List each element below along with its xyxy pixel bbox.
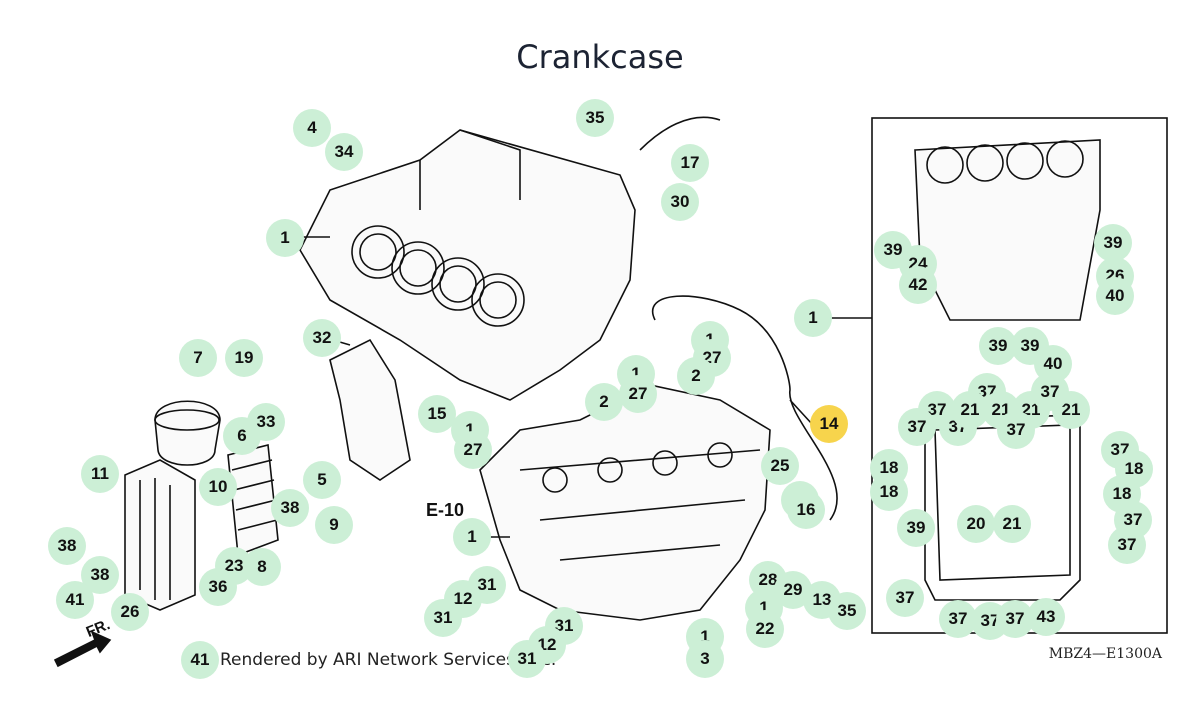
part-callout-20[interactable]: 20	[957, 505, 995, 543]
part-callout-2[interactable]: 2	[677, 357, 715, 395]
part-callout-37[interactable]: 37	[898, 408, 936, 446]
diagram-reference-label: E-10	[426, 500, 465, 520]
part-callout-43[interactable]: 43	[1027, 598, 1065, 636]
part-callout-39[interactable]: 39	[1094, 224, 1132, 262]
page-title: Crankcase	[516, 38, 684, 76]
part-callout-5[interactable]: 5	[303, 461, 341, 499]
part-callout-8[interactable]: 8	[243, 548, 281, 586]
part-callout-10[interactable]: 10	[199, 468, 237, 506]
part-callout-21[interactable]: 21	[993, 505, 1031, 543]
part-callout-27[interactable]: 27	[454, 431, 492, 469]
part-callout-37[interactable]: 37	[886, 579, 924, 617]
part-callout-2[interactable]: 2	[585, 383, 623, 421]
part-callout-1[interactable]: 1	[794, 299, 832, 337]
part-callout-25[interactable]: 25	[761, 447, 799, 485]
part-callout-14[interactable]: 14	[810, 405, 848, 443]
part-callout-37[interactable]: 37	[939, 600, 977, 638]
part-callout-6[interactable]: 6	[223, 417, 261, 455]
part-callout-41[interactable]: 41	[181, 641, 219, 679]
part-callout-41[interactable]: 41	[56, 581, 94, 619]
part-callout-35[interactable]: 35	[828, 592, 866, 630]
part-callout-19[interactable]: 19	[225, 339, 263, 377]
part-callout-32[interactable]: 32	[303, 319, 341, 357]
part-callout-31[interactable]: 31	[508, 640, 546, 678]
part-callout-39[interactable]: 39	[897, 509, 935, 547]
part-callout-40[interactable]: 40	[1096, 277, 1134, 315]
part-callout-38[interactable]: 38	[48, 527, 86, 565]
part-callout-18[interactable]: 18	[870, 473, 908, 511]
part-callout-34[interactable]: 34	[325, 133, 363, 171]
part-callout-35[interactable]: 35	[576, 99, 614, 137]
part-callout-17[interactable]: 17	[671, 144, 709, 182]
part-callout-37[interactable]: 37	[997, 411, 1035, 449]
diagram-code: MBZ4—E1300A	[1048, 646, 1162, 662]
part-callout-11[interactable]: 11	[81, 455, 119, 493]
part-callout-31[interactable]: 31	[424, 599, 462, 637]
part-callout-42[interactable]: 42	[899, 266, 937, 304]
part-callout-16[interactable]: 16	[787, 491, 825, 529]
part-callout-1[interactable]: 1	[453, 518, 491, 556]
part-callout-37[interactable]: 37	[1031, 373, 1069, 411]
part-callout-15[interactable]: 15	[418, 395, 456, 433]
part-callout-39[interactable]: 39	[979, 327, 1017, 365]
part-callout-36[interactable]: 36	[199, 568, 237, 606]
part-callout-26[interactable]: 26	[111, 593, 149, 631]
credit-text: Rendered by ARI Network Services, Inc.	[220, 650, 557, 670]
part-callout-4[interactable]: 4	[293, 109, 331, 147]
part-callout-30[interactable]: 30	[661, 183, 699, 221]
part-callout-7[interactable]: 7	[179, 339, 217, 377]
part-callout-27[interactable]: 27	[619, 375, 657, 413]
part-callout-37[interactable]: 37	[1108, 526, 1146, 564]
part-callout-1[interactable]: 1	[266, 219, 304, 257]
part-callout-3[interactable]: 3	[686, 640, 724, 678]
part-callout-22[interactable]: 22	[746, 610, 784, 648]
part-callout-38[interactable]: 38	[271, 489, 309, 527]
part-callout-31[interactable]: 31	[468, 566, 506, 604]
part-callout-9[interactable]: 9	[315, 506, 353, 544]
